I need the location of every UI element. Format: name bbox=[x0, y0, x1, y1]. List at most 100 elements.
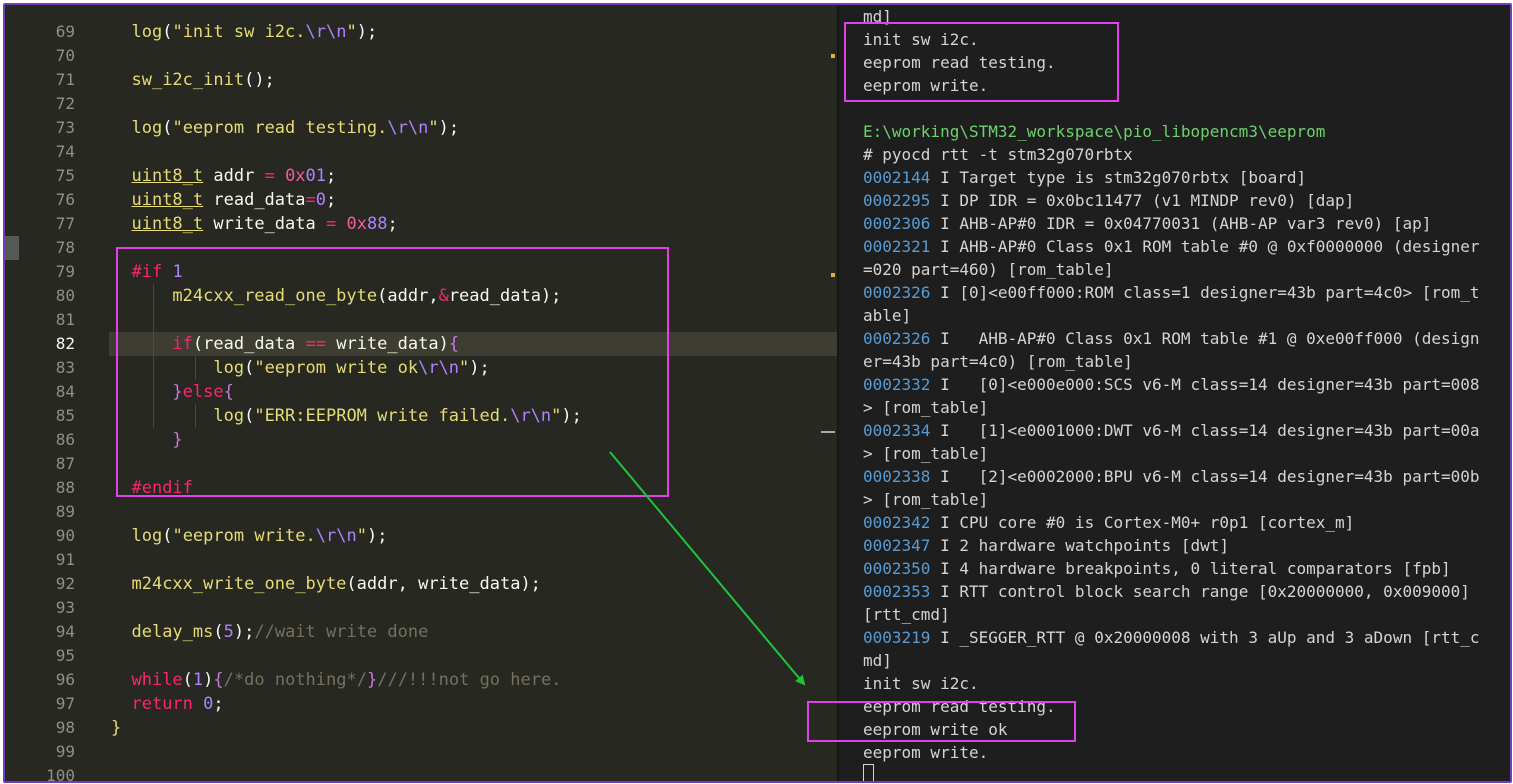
code-line[interactable]: m24cxx_read_one_byte(addr,&read_data); bbox=[111, 284, 561, 308]
code-line[interactable]: log("init sw i2c.\r\n"); bbox=[111, 20, 377, 44]
code-line[interactable]: uint8_t addr = 0x01; bbox=[111, 164, 336, 188]
code-line[interactable]: log("eeprom read testing.\r\n"); bbox=[111, 116, 459, 140]
line-number[interactable]: 99 bbox=[55, 742, 75, 761]
line-number[interactable]: 98 bbox=[55, 718, 75, 737]
code-line[interactable]: #if 1 bbox=[111, 260, 183, 284]
code-token: (); bbox=[244, 70, 275, 90]
line-number[interactable]: 96 bbox=[55, 670, 75, 689]
code-token: = bbox=[325, 214, 337, 234]
terminal-text: eeprom write ok bbox=[863, 720, 1008, 739]
timestamp: 0002347 bbox=[863, 536, 931, 555]
line-number[interactable]: 71 bbox=[55, 70, 75, 89]
scrollbar-thumb[interactable] bbox=[821, 431, 835, 433]
line-number[interactable]: 85 bbox=[55, 406, 75, 425]
code-token bbox=[111, 118, 131, 138]
code-line[interactable]: log("eeprom write ok\r\n"); bbox=[111, 356, 489, 380]
line-number[interactable]: 73 bbox=[55, 118, 75, 137]
terminal-line: eeprom read testing. bbox=[863, 51, 1056, 74]
line-number[interactable]: 78 bbox=[55, 238, 75, 257]
code-token bbox=[111, 574, 131, 594]
code-token: 1 bbox=[192, 670, 204, 690]
code-token bbox=[111, 670, 131, 690]
line-number[interactable]: 76 bbox=[55, 190, 75, 209]
terminal-text: I [2]<e0002000:BPU v6-M class=14 designe… bbox=[930, 467, 1480, 486]
timestamp: 0002350 bbox=[863, 559, 931, 578]
code-line[interactable]: #endif bbox=[111, 476, 193, 500]
line-number[interactable]: 80 bbox=[55, 286, 75, 305]
code-line[interactable]: while(1){/*do nothing*/}///!!!not go her… bbox=[111, 668, 561, 692]
code-token bbox=[275, 166, 285, 186]
line-number[interactable]: 93 bbox=[55, 598, 75, 617]
code-token: { bbox=[448, 334, 460, 354]
code-token: } bbox=[172, 430, 183, 450]
code-token: 0 bbox=[203, 694, 214, 714]
line-number[interactable]: 83 bbox=[55, 358, 75, 377]
code-line[interactable]: return 0; bbox=[111, 692, 223, 716]
terminal-text: init sw i2c. bbox=[863, 674, 979, 693]
terminal-text: I AHB-AP#0 Class 0x1 ROM table #1 @ 0xe0… bbox=[930, 329, 1480, 348]
timestamp: 0002332 bbox=[863, 375, 931, 394]
code-token: ); bbox=[520, 574, 541, 594]
code-line[interactable]: delay_ms(5);//wait write done bbox=[111, 620, 428, 644]
code-line[interactable]: }else{ bbox=[111, 380, 233, 404]
terminal-line: md] bbox=[863, 649, 892, 672]
line-number[interactable]: 74 bbox=[55, 142, 75, 161]
line-number[interactable]: 72 bbox=[55, 94, 75, 113]
line-number[interactable]: 79 bbox=[55, 262, 75, 281]
line-number[interactable]: 91 bbox=[55, 550, 75, 569]
code-line[interactable]: } bbox=[111, 716, 121, 740]
code-token: uint8_t bbox=[131, 166, 204, 186]
line-number[interactable]: 75 bbox=[55, 166, 75, 185]
code-token: if bbox=[172, 334, 193, 354]
line-number[interactable]: 87 bbox=[55, 454, 75, 473]
line-number[interactable]: 95 bbox=[55, 646, 75, 665]
code-token: write_data) bbox=[325, 334, 449, 354]
terminal-text: eeprom write. bbox=[863, 76, 989, 95]
line-number[interactable]: 94 bbox=[55, 622, 75, 641]
terminal-panel[interactable]: md] init sw i2c. eeprom read testing. eepro… bbox=[839, 5, 1510, 781]
code-token: " bbox=[428, 118, 439, 138]
terminal-text: I CPU core #0 is Cortex-M0+ r0p1 [cortex… bbox=[930, 513, 1355, 532]
line-number[interactable]: 88 bbox=[55, 478, 75, 497]
code-line[interactable]: if(read_data == write_data){ bbox=[111, 332, 459, 356]
line-number[interactable]: 92 bbox=[55, 574, 75, 593]
line-number[interactable]: 70 bbox=[55, 46, 75, 65]
line-number[interactable]: 81 bbox=[55, 310, 75, 329]
code-token: log bbox=[131, 22, 163, 42]
code-token: #endif bbox=[131, 478, 193, 498]
timestamp: 0002321 bbox=[863, 237, 931, 256]
code-token: ///!!!not go here. bbox=[377, 670, 562, 690]
code-line[interactable]: uint8_t read_data=0; bbox=[111, 188, 336, 212]
annotation-box-terminal-top bbox=[844, 22, 1119, 102]
code-token: 88 bbox=[366, 214, 388, 234]
code-token: read_data bbox=[203, 190, 306, 210]
terminal-line: 0002350 I 4 hardware breakpoints, 0 lite… bbox=[863, 557, 1451, 580]
line-number[interactable]: 97 bbox=[55, 694, 75, 713]
terminal-text: E:\working\STM32_workspace\pio_libopencm… bbox=[863, 122, 1326, 141]
line-number[interactable]: 90 bbox=[55, 526, 75, 545]
line-number[interactable]: 69 bbox=[55, 22, 75, 41]
code-line[interactable]: log("eeprom write.\r\n"); bbox=[111, 524, 387, 548]
code-line[interactable]: sw_i2c_init(); bbox=[111, 68, 275, 92]
line-number[interactable]: 84 bbox=[55, 382, 75, 401]
line-number[interactable]: 100 bbox=[46, 766, 75, 781]
line-number[interactable]: 82 bbox=[55, 334, 75, 353]
line-number[interactable]: 86 bbox=[55, 430, 75, 449]
code-token: 5 bbox=[223, 622, 234, 642]
code-token bbox=[111, 622, 131, 642]
line-number[interactable]: 77 bbox=[55, 214, 75, 233]
code-line[interactable]: m24cxx_write_one_byte(addr, write_data); bbox=[111, 572, 541, 596]
code-token: 1 bbox=[172, 262, 183, 282]
timestamp: 0002306 bbox=[863, 214, 931, 233]
terminal-text: able] bbox=[863, 306, 912, 325]
code-line[interactable]: uint8_t write_data = 0x88; bbox=[111, 212, 397, 236]
terminal-text: I RTT control block search range [0x2000… bbox=[930, 582, 1470, 601]
code-line[interactable]: } bbox=[111, 428, 183, 452]
code-editor[interactable]: 69 70 71 72 73 74 75 76 77 78 79 80 81 82 83 84 85 86 87 88… bbox=[5, 5, 837, 781]
code-token: addr, write_data bbox=[356, 574, 521, 594]
terminal-text: I 4 hardware breakpoints, 0 literal comp… bbox=[930, 559, 1451, 578]
code-token: ( bbox=[244, 358, 255, 378]
code-line[interactable]: log("ERR:EEPROM write failed.\r\n"); bbox=[111, 404, 582, 428]
pane-divider[interactable] bbox=[837, 5, 839, 781]
line-number[interactable]: 89 bbox=[55, 502, 75, 521]
